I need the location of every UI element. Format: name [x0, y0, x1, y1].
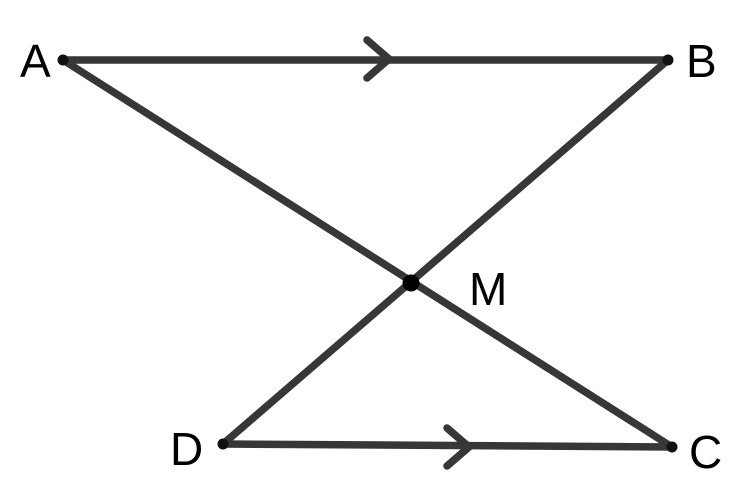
vertex-label-d: D — [170, 423, 203, 475]
segment-dc — [219, 440, 676, 451]
segment-ac — [59, 56, 676, 451]
segments-group — [59, 56, 676, 451]
vertex-label-m: M — [469, 263, 507, 315]
segment-bd — [219, 56, 672, 448]
vertex-dots-group — [57, 54, 678, 453]
intersection-dot-m — [402, 274, 420, 292]
vertex-labels-group: A B C D M — [20, 35, 722, 478]
vertex-dot-b — [662, 54, 674, 66]
vertex-dot-a — [57, 54, 69, 66]
vertex-dot-d — [217, 438, 229, 450]
vertex-label-b: B — [686, 35, 717, 87]
vertex-label-c: C — [689, 426, 722, 478]
parallel-marks-group — [363, 36, 473, 470]
parallel-arrow-icon-ab — [363, 36, 393, 82]
vertex-dot-c — [666, 441, 678, 453]
parallel-arrow-icon-dc — [443, 424, 473, 470]
vertex-label-a: A — [20, 35, 51, 87]
